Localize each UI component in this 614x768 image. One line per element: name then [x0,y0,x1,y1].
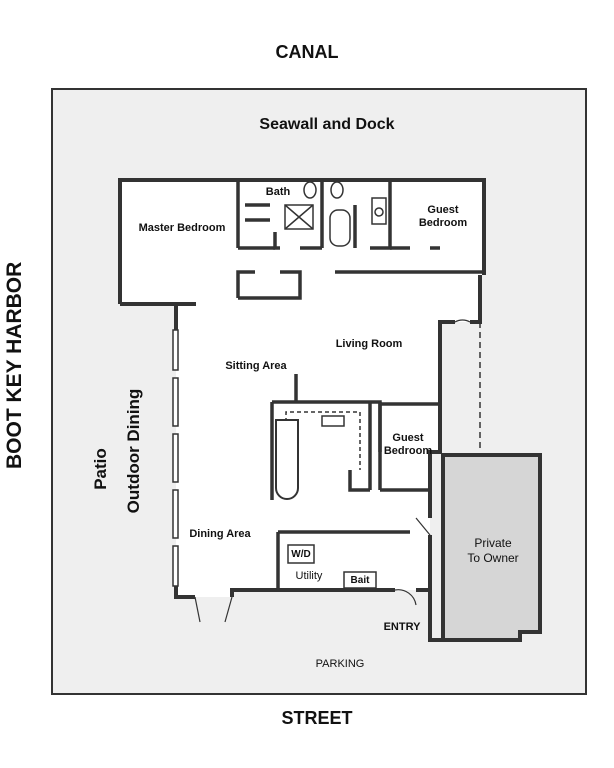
bath-label: Bath [265,186,291,198]
guest-bedroom-top-line2: Bedroom [418,217,468,229]
private-line1: Private [474,536,512,550]
street-label: STREET [281,708,353,728]
private-owner-label: Private To Owner [448,536,538,566]
patio-windows [172,329,179,587]
washer-dryer-box [287,544,315,564]
wd-label: W/D [291,549,311,560]
door-swings [194,319,471,623]
guest-bedroom-top-label: Guest Bedroom [408,204,478,230]
master-bedroom-label: Master Bedroom [138,222,226,234]
guest-bedroom-mid-line2: Bedroom [383,445,433,457]
private-line2: To Owner [467,551,519,565]
rounded-bar [275,419,299,500]
boot-key-harbor-label: BOOT KEY HARBOR [3,261,26,469]
parking-label: PARKING [315,658,365,670]
patio-label: Patio [91,448,110,490]
house-interior [120,180,484,597]
entry-label: ENTRY [383,621,421,633]
guest-bedroom-mid-label: Guest Bedroom [376,432,440,458]
kitchen-counter [285,411,361,470]
bait-label: Bait [350,575,370,586]
bait-box [343,571,377,589]
living-room-label: Living Room [335,338,403,350]
outdoor-dining-label: Outdoor Dining [124,388,143,514]
kitchen-sink [321,415,345,427]
utility-label: Utility [295,570,323,582]
interior-walls [236,180,484,590]
entry-wall [428,590,520,642]
dining-area-label: Dining Area [189,528,251,540]
sitting-area-label: Sitting Area [225,360,287,372]
exterior-walls [118,178,486,599]
bath-fixtures [284,181,387,247]
guest-bedroom-mid-line1: Guest [392,432,424,444]
guest-bedroom-top-line1: Guest [427,204,459,216]
canal-label: CANAL [275,42,339,62]
seawall-label: Seawall and Dock [259,116,395,133]
